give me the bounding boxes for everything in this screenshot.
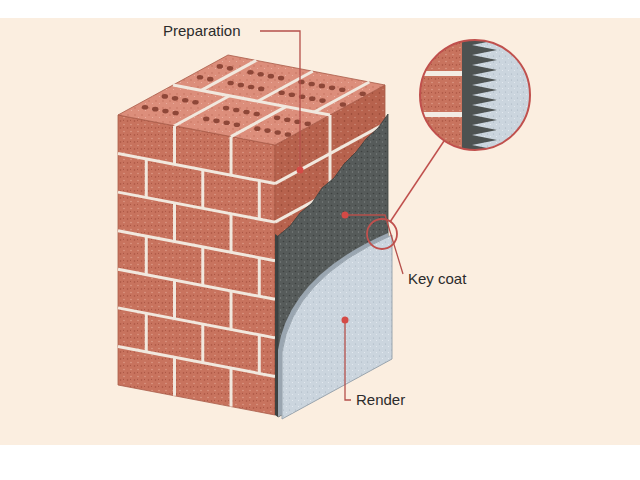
key-coat-detail [462,35,497,165]
brick-left-face [118,115,275,415]
brick-hole [319,98,325,103]
mortar-joint [201,247,204,286]
mortar-joint [230,368,233,407]
leader-line [345,215,403,274]
brick-hole [223,121,229,126]
brick-hole [227,81,233,86]
mortar-joint [231,107,286,137]
brick-hole [329,86,335,91]
brick-hole [340,102,346,107]
magnifier-circle [420,40,530,150]
mortar-joint [118,192,275,222]
mortar-joint [201,170,204,209]
brick-hole [213,119,219,124]
mortar-joint [173,357,176,396]
brick-hole [319,84,325,89]
brick-hole [247,70,253,75]
brick-hole [203,117,209,122]
brick-hole [278,91,284,96]
mortar-joint [118,308,275,338]
brick-hole [172,96,178,101]
mortar-joint [118,154,275,184]
brick-hole [172,111,178,116]
leader-line [345,320,351,400]
mortar-joint [258,258,261,297]
mortar-joint [314,82,369,112]
brick-hole [339,88,345,93]
mortar-joint [118,231,275,261]
brick-hole [264,128,270,133]
mortar-joint [258,335,261,374]
mortar-joint [201,324,204,363]
mortar-joint [258,71,313,101]
mortar-joint [230,214,233,253]
brick-hole [227,66,233,71]
brick-hole [142,105,148,110]
mortar-joint [329,115,332,154]
brick-hole [197,75,203,80]
part-label: Preparation [163,22,241,40]
brick-top-face [118,55,385,145]
part-label: Render [356,391,405,409]
brick-hole [258,87,264,92]
brick-hole [285,132,291,137]
mortar-joint [258,181,261,220]
mortar-joint [201,60,256,90]
brick-hole [248,85,254,90]
brick-hole [257,72,263,77]
brick-hole [192,100,198,105]
mortar-joint [118,346,275,376]
brick-hole [274,130,280,135]
leader-dot [342,317,349,324]
mortar-joint [173,126,176,165]
mortar-joint [173,280,176,319]
brick-hole [309,96,315,101]
mortar-joint [118,269,275,299]
brick-hole [238,83,244,88]
brick-hole [223,106,229,111]
brick-hole [278,76,284,81]
mortar-joint [230,291,233,330]
leader-dot [297,167,304,174]
mortar-joint [173,203,176,242]
brick-hole [234,122,240,127]
mortar-joint [230,137,233,176]
mortar-joint [145,159,148,198]
leader-dot [342,212,349,219]
brick-hole [308,82,314,87]
brick-hole [289,92,295,97]
brick-hole [162,94,168,99]
brick-hole [162,109,168,114]
mortar-joint [175,96,230,126]
key-coat-edge [275,234,278,417]
mortar-joint [173,85,330,115]
mortar-joint [145,313,148,352]
brick-hole [253,112,259,117]
leader-line [260,31,300,168]
brick-hole [233,108,239,113]
brick-hole [217,64,223,69]
brick-hole [254,126,260,131]
magnifier-spot [367,219,397,249]
brick-hole [152,107,158,112]
part-label: Key coat [408,270,466,288]
brick-hole [268,74,274,79]
brick-hole [243,110,249,115]
brick-hole [274,116,280,121]
brick-hole [359,91,365,96]
magnifier-link [390,141,444,222]
magnifier [367,35,545,249]
brick-hole [207,77,213,82]
brick-hole [182,98,188,103]
leader-lines [260,31,403,400]
mortar-joint [145,236,148,275]
brick-hole [304,121,310,126]
brick-holes [142,64,366,137]
background-band [0,18,640,445]
brick-hole [284,118,290,123]
brick-hole [298,80,304,85]
